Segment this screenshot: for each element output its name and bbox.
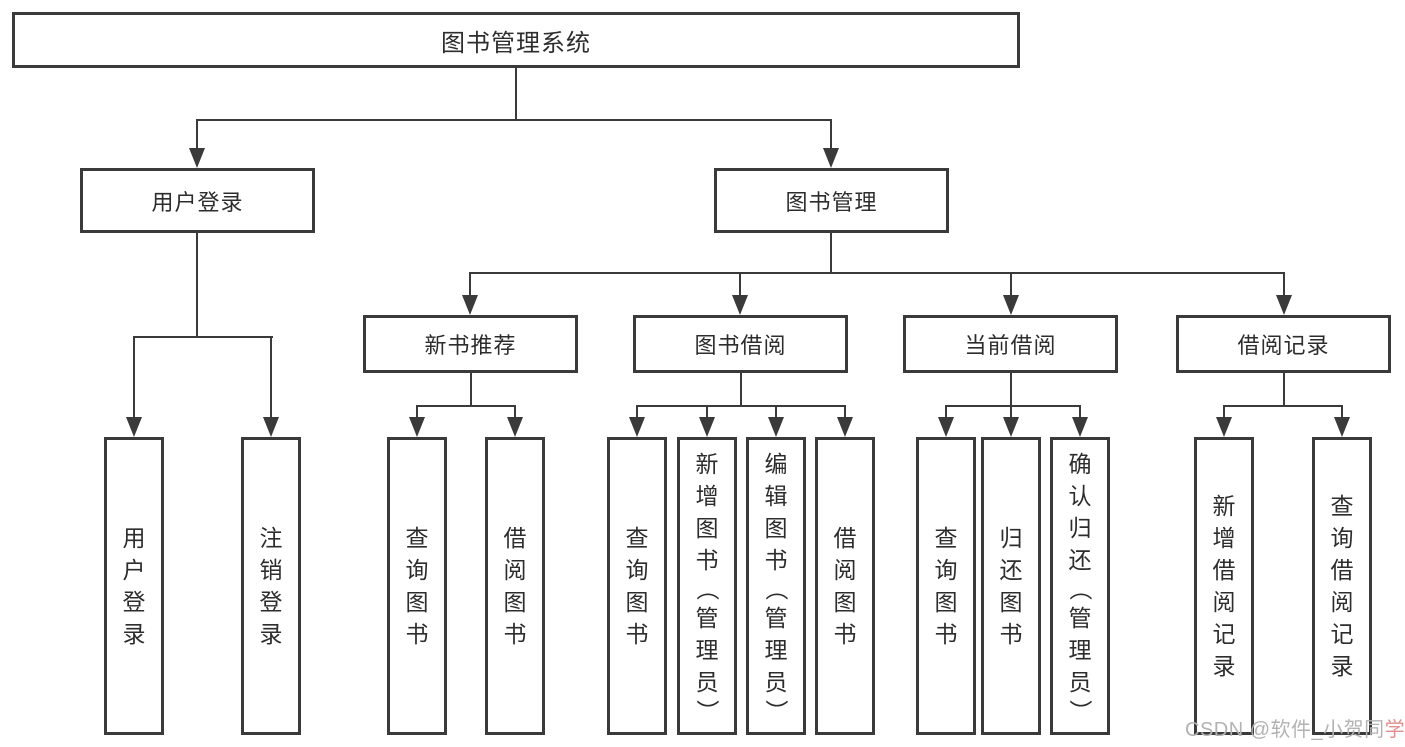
arrow-down-icon bbox=[732, 295, 748, 315]
connector-line bbox=[133, 336, 273, 338]
node-book-borrowing-label: 图书借阅 bbox=[694, 333, 787, 358]
arrow-down-icon bbox=[462, 295, 478, 315]
connector-line bbox=[469, 272, 471, 297]
node-root: 图书管理系统 bbox=[12, 12, 1020, 68]
connector-line bbox=[844, 405, 846, 419]
node-borrow-records: 借阅记录 bbox=[1176, 315, 1391, 373]
connector-line bbox=[1283, 373, 1285, 407]
leaf-add-books-admin: 新增图书（管理员） bbox=[677, 437, 737, 735]
arrow-down-icon bbox=[837, 417, 853, 437]
leaf-add-books-admin-label: 新增图书（管理员） bbox=[694, 451, 720, 723]
connector-line bbox=[470, 373, 472, 407]
arrow-down-icon bbox=[263, 417, 279, 437]
arrow-down-icon bbox=[768, 417, 784, 437]
leaf-borrow-books-1-label: 借阅图书 bbox=[503, 525, 527, 647]
csdn-watermark-text: CSDN @软件_小贺同 bbox=[1185, 719, 1385, 741]
connector-line bbox=[196, 119, 198, 150]
connector-line bbox=[1010, 405, 1012, 419]
connector-line bbox=[1010, 272, 1012, 297]
leaf-edit-books-admin-label: 编辑图书（管理员） bbox=[763, 451, 789, 723]
node-root-label: 图书管理系统 bbox=[441, 29, 591, 57]
arrow-down-icon bbox=[629, 417, 645, 437]
connector-line bbox=[1010, 373, 1012, 407]
node-new-book-recommend: 新书推荐 bbox=[363, 315, 578, 373]
node-book-management-label: 图书管理 bbox=[785, 189, 878, 215]
connector-line bbox=[830, 119, 832, 150]
arrow-down-icon bbox=[1003, 417, 1019, 437]
arrow-down-icon bbox=[699, 417, 715, 437]
leaf-borrow-books-1: 借阅图书 bbox=[485, 437, 545, 735]
arrow-down-icon bbox=[1003, 295, 1019, 315]
node-user-login-label: 用户登录 bbox=[151, 189, 244, 215]
arrow-down-icon bbox=[507, 417, 523, 437]
leaf-borrow-books-2-label: 借阅图书 bbox=[833, 525, 857, 647]
leaf-return-books: 归还图书 bbox=[981, 437, 1041, 735]
connector-line bbox=[416, 405, 418, 419]
arrow-down-icon bbox=[409, 417, 425, 437]
connector-line bbox=[1283, 272, 1285, 297]
connector-line bbox=[775, 405, 777, 419]
node-borrow-records-label: 借阅记录 bbox=[1237, 333, 1330, 358]
leaf-query-books-3-label: 查询图书 bbox=[934, 525, 958, 647]
connector-line bbox=[1223, 405, 1225, 419]
leaf-query-books-2: 查询图书 bbox=[607, 437, 667, 735]
node-user-login: 用户登录 bbox=[80, 168, 315, 233]
arrow-down-icon bbox=[189, 148, 205, 168]
leaf-confirm-return-admin-label: 确认归还（管理员） bbox=[1067, 451, 1093, 723]
leaf-add-borrow-record: 新增借阅记录 bbox=[1194, 437, 1254, 735]
arrow-down-icon bbox=[938, 417, 954, 437]
leaf-edit-books-admin: 编辑图书（管理员） bbox=[746, 437, 806, 735]
connector-line bbox=[740, 373, 742, 407]
connector-line bbox=[196, 119, 832, 121]
connector-line bbox=[196, 233, 198, 338]
leaf-return-books-label: 归还图书 bbox=[999, 525, 1023, 647]
connector-line bbox=[1079, 405, 1081, 419]
arrow-down-icon bbox=[1276, 295, 1292, 315]
arrow-down-icon bbox=[1072, 417, 1088, 437]
leaf-user-login: 用户登录 bbox=[104, 437, 164, 735]
leaf-query-borrow-record: 查询借阅记录 bbox=[1312, 437, 1372, 735]
leaf-query-books-3: 查询图书 bbox=[916, 437, 976, 735]
csdn-watermark-accent: 学 bbox=[1384, 719, 1405, 741]
leaf-query-books-1-label: 查询图书 bbox=[405, 525, 429, 647]
leaf-logout-label: 注销登录 bbox=[259, 525, 283, 647]
leaf-query-borrow-record-label: 查询借阅记录 bbox=[1330, 493, 1354, 679]
connector-line bbox=[469, 272, 1285, 274]
connector-line bbox=[416, 405, 516, 407]
leaf-borrow-books-2: 借阅图书 bbox=[815, 437, 875, 735]
connector-line bbox=[636, 405, 846, 407]
node-new-book-recommend-label: 新书推荐 bbox=[424, 333, 517, 358]
connector-line bbox=[133, 336, 135, 419]
arrow-down-icon bbox=[1334, 417, 1350, 437]
leaf-query-books-1: 查询图书 bbox=[387, 437, 447, 735]
connector-line bbox=[636, 405, 638, 419]
leaf-confirm-return-admin: 确认归还（管理员） bbox=[1050, 437, 1110, 735]
connector-line bbox=[514, 405, 516, 419]
node-book-management: 图书管理 bbox=[714, 168, 949, 233]
connector-line bbox=[739, 272, 741, 297]
connector-line bbox=[945, 405, 1081, 407]
leaf-logout: 注销登录 bbox=[241, 437, 301, 735]
arrow-down-icon bbox=[823, 148, 839, 168]
connector-line bbox=[945, 405, 947, 419]
connector-line bbox=[1223, 405, 1343, 407]
connector-line bbox=[706, 405, 708, 419]
csdn-watermark: CSDN @软件_小贺同学 bbox=[1185, 713, 1405, 742]
connector-line bbox=[830, 233, 832, 274]
arrow-down-icon bbox=[126, 417, 142, 437]
node-book-borrowing: 图书借阅 bbox=[633, 315, 848, 373]
leaf-add-borrow-record-label: 新增借阅记录 bbox=[1212, 493, 1236, 679]
connector-line bbox=[1341, 405, 1343, 419]
connector-line bbox=[270, 336, 272, 419]
connector-line bbox=[515, 68, 517, 121]
leaf-user-login-label: 用户登录 bbox=[122, 525, 146, 647]
leaf-query-books-2-label: 查询图书 bbox=[625, 525, 649, 647]
node-current-borrowing: 当前借阅 bbox=[903, 315, 1118, 373]
arrow-down-icon bbox=[1216, 417, 1232, 437]
node-current-borrowing-label: 当前借阅 bbox=[964, 333, 1057, 358]
